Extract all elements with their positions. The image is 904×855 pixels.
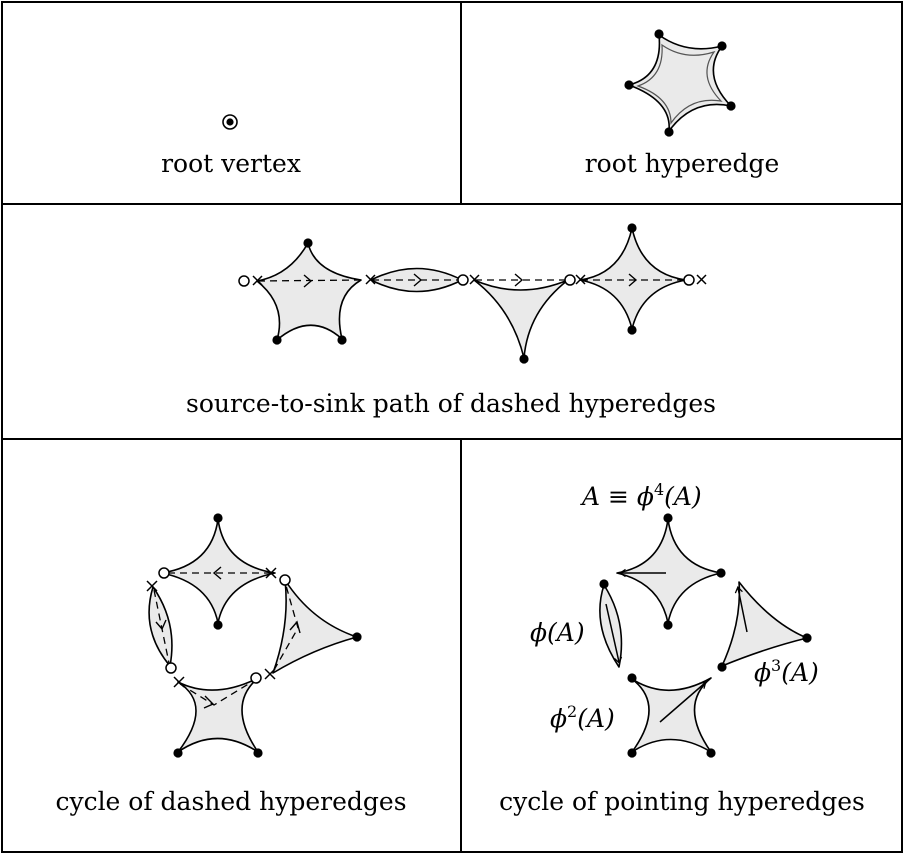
vertex <box>627 673 637 683</box>
direction-arrow <box>628 273 638 287</box>
vertex <box>253 748 263 758</box>
vertex <box>352 632 362 642</box>
path-hyperedge-triangle <box>473 279 569 359</box>
label-a-fixed-point: A ≡ ϕ4(A) <box>580 480 702 511</box>
vertex <box>706 748 716 758</box>
direction-arrow <box>155 619 167 631</box>
cross-mark <box>173 676 185 688</box>
root-vertex-core <box>226 118 234 126</box>
vertex <box>624 80 634 90</box>
caption-pointing-cycle: cycle of pointing hyperedges <box>499 787 865 816</box>
open-vertex <box>165 662 177 674</box>
caption-root-vertex: root vertex <box>161 149 301 178</box>
vertex <box>599 579 609 589</box>
panel-path: source-to-sink path of dashed hyperedges <box>186 223 716 418</box>
open-vertex <box>250 672 262 684</box>
open-vertex <box>238 275 250 287</box>
vertex <box>627 748 637 758</box>
cross-mark <box>696 274 707 285</box>
cross-mark <box>264 668 276 680</box>
label-phi-a: ϕ(A) <box>530 618 585 647</box>
caption-root-hyperedge: root hyperedge <box>585 149 780 178</box>
caption-dashed-cycle: cycle of dashed hyperedges <box>55 787 406 816</box>
vertex <box>627 223 637 233</box>
vertex <box>627 325 637 335</box>
cross-mark <box>469 274 480 285</box>
pointing-hyperedge-top <box>616 518 722 624</box>
panel-dashed-cycle: cycle of dashed hyperedges <box>55 513 407 816</box>
direction-arrow <box>514 273 524 287</box>
cross-mark <box>265 567 277 579</box>
direction-arrow <box>413 273 423 287</box>
path-hyperedge-star <box>256 242 362 341</box>
cycle-hyperedge-top <box>161 518 276 624</box>
cross-mark <box>252 275 263 286</box>
cross-mark <box>146 580 158 592</box>
vertex <box>717 41 727 51</box>
pointer-arrow <box>659 681 707 723</box>
vertex <box>663 513 673 523</box>
caption-path: source-to-sink path of dashed hyperedges <box>186 389 716 418</box>
vertex <box>337 335 347 345</box>
open-vertex <box>457 274 469 286</box>
vertex <box>654 29 664 39</box>
direction-arrow <box>212 566 222 580</box>
root-hyperedge-outer <box>628 34 732 132</box>
open-vertex <box>158 567 170 579</box>
path-hyperedge-diamond <box>579 227 687 330</box>
cycle-hyperedge-right <box>272 579 358 674</box>
vertex <box>663 620 673 630</box>
panel-root-hyperedge: root hyperedge <box>585 29 780 178</box>
vertex <box>272 335 282 345</box>
direction-arrow <box>303 274 313 288</box>
label-phi2-a: ϕ2(A) <box>550 702 615 733</box>
vertex <box>519 354 529 364</box>
vertex <box>664 127 674 137</box>
pointing-hyperedge-right <box>721 581 808 667</box>
pointing-hyperedge-bottom <box>631 677 712 753</box>
vertex <box>717 662 727 672</box>
cross-mark <box>575 274 586 285</box>
cross-mark <box>365 274 376 285</box>
vertex <box>726 101 736 111</box>
dashed-route <box>179 679 256 706</box>
label-phi3-a: ϕ3(A) <box>754 656 819 687</box>
vertex <box>173 748 183 758</box>
direction-arrow <box>289 620 301 634</box>
vertex <box>213 620 223 630</box>
cycle-hyperedge-bottom <box>177 677 259 753</box>
open-vertex <box>683 274 695 286</box>
pointer-arrow <box>734 586 748 633</box>
vertex <box>716 568 726 578</box>
root-hyperedge-inner <box>636 43 723 125</box>
direction-arrow <box>203 695 215 709</box>
open-vertex <box>564 274 576 286</box>
open-vertex <box>279 574 291 586</box>
panel-root-vertex: root vertex <box>161 114 301 178</box>
vertex <box>213 513 223 523</box>
vertex <box>303 238 313 248</box>
pointer-arrow <box>605 603 623 664</box>
panel-pointing-cycle: A ≡ ϕ4(A) ϕ(A) ϕ2(A) ϕ3(A) cycle of poin… <box>499 480 865 816</box>
dashed-route <box>153 589 170 664</box>
vertex <box>802 633 812 643</box>
